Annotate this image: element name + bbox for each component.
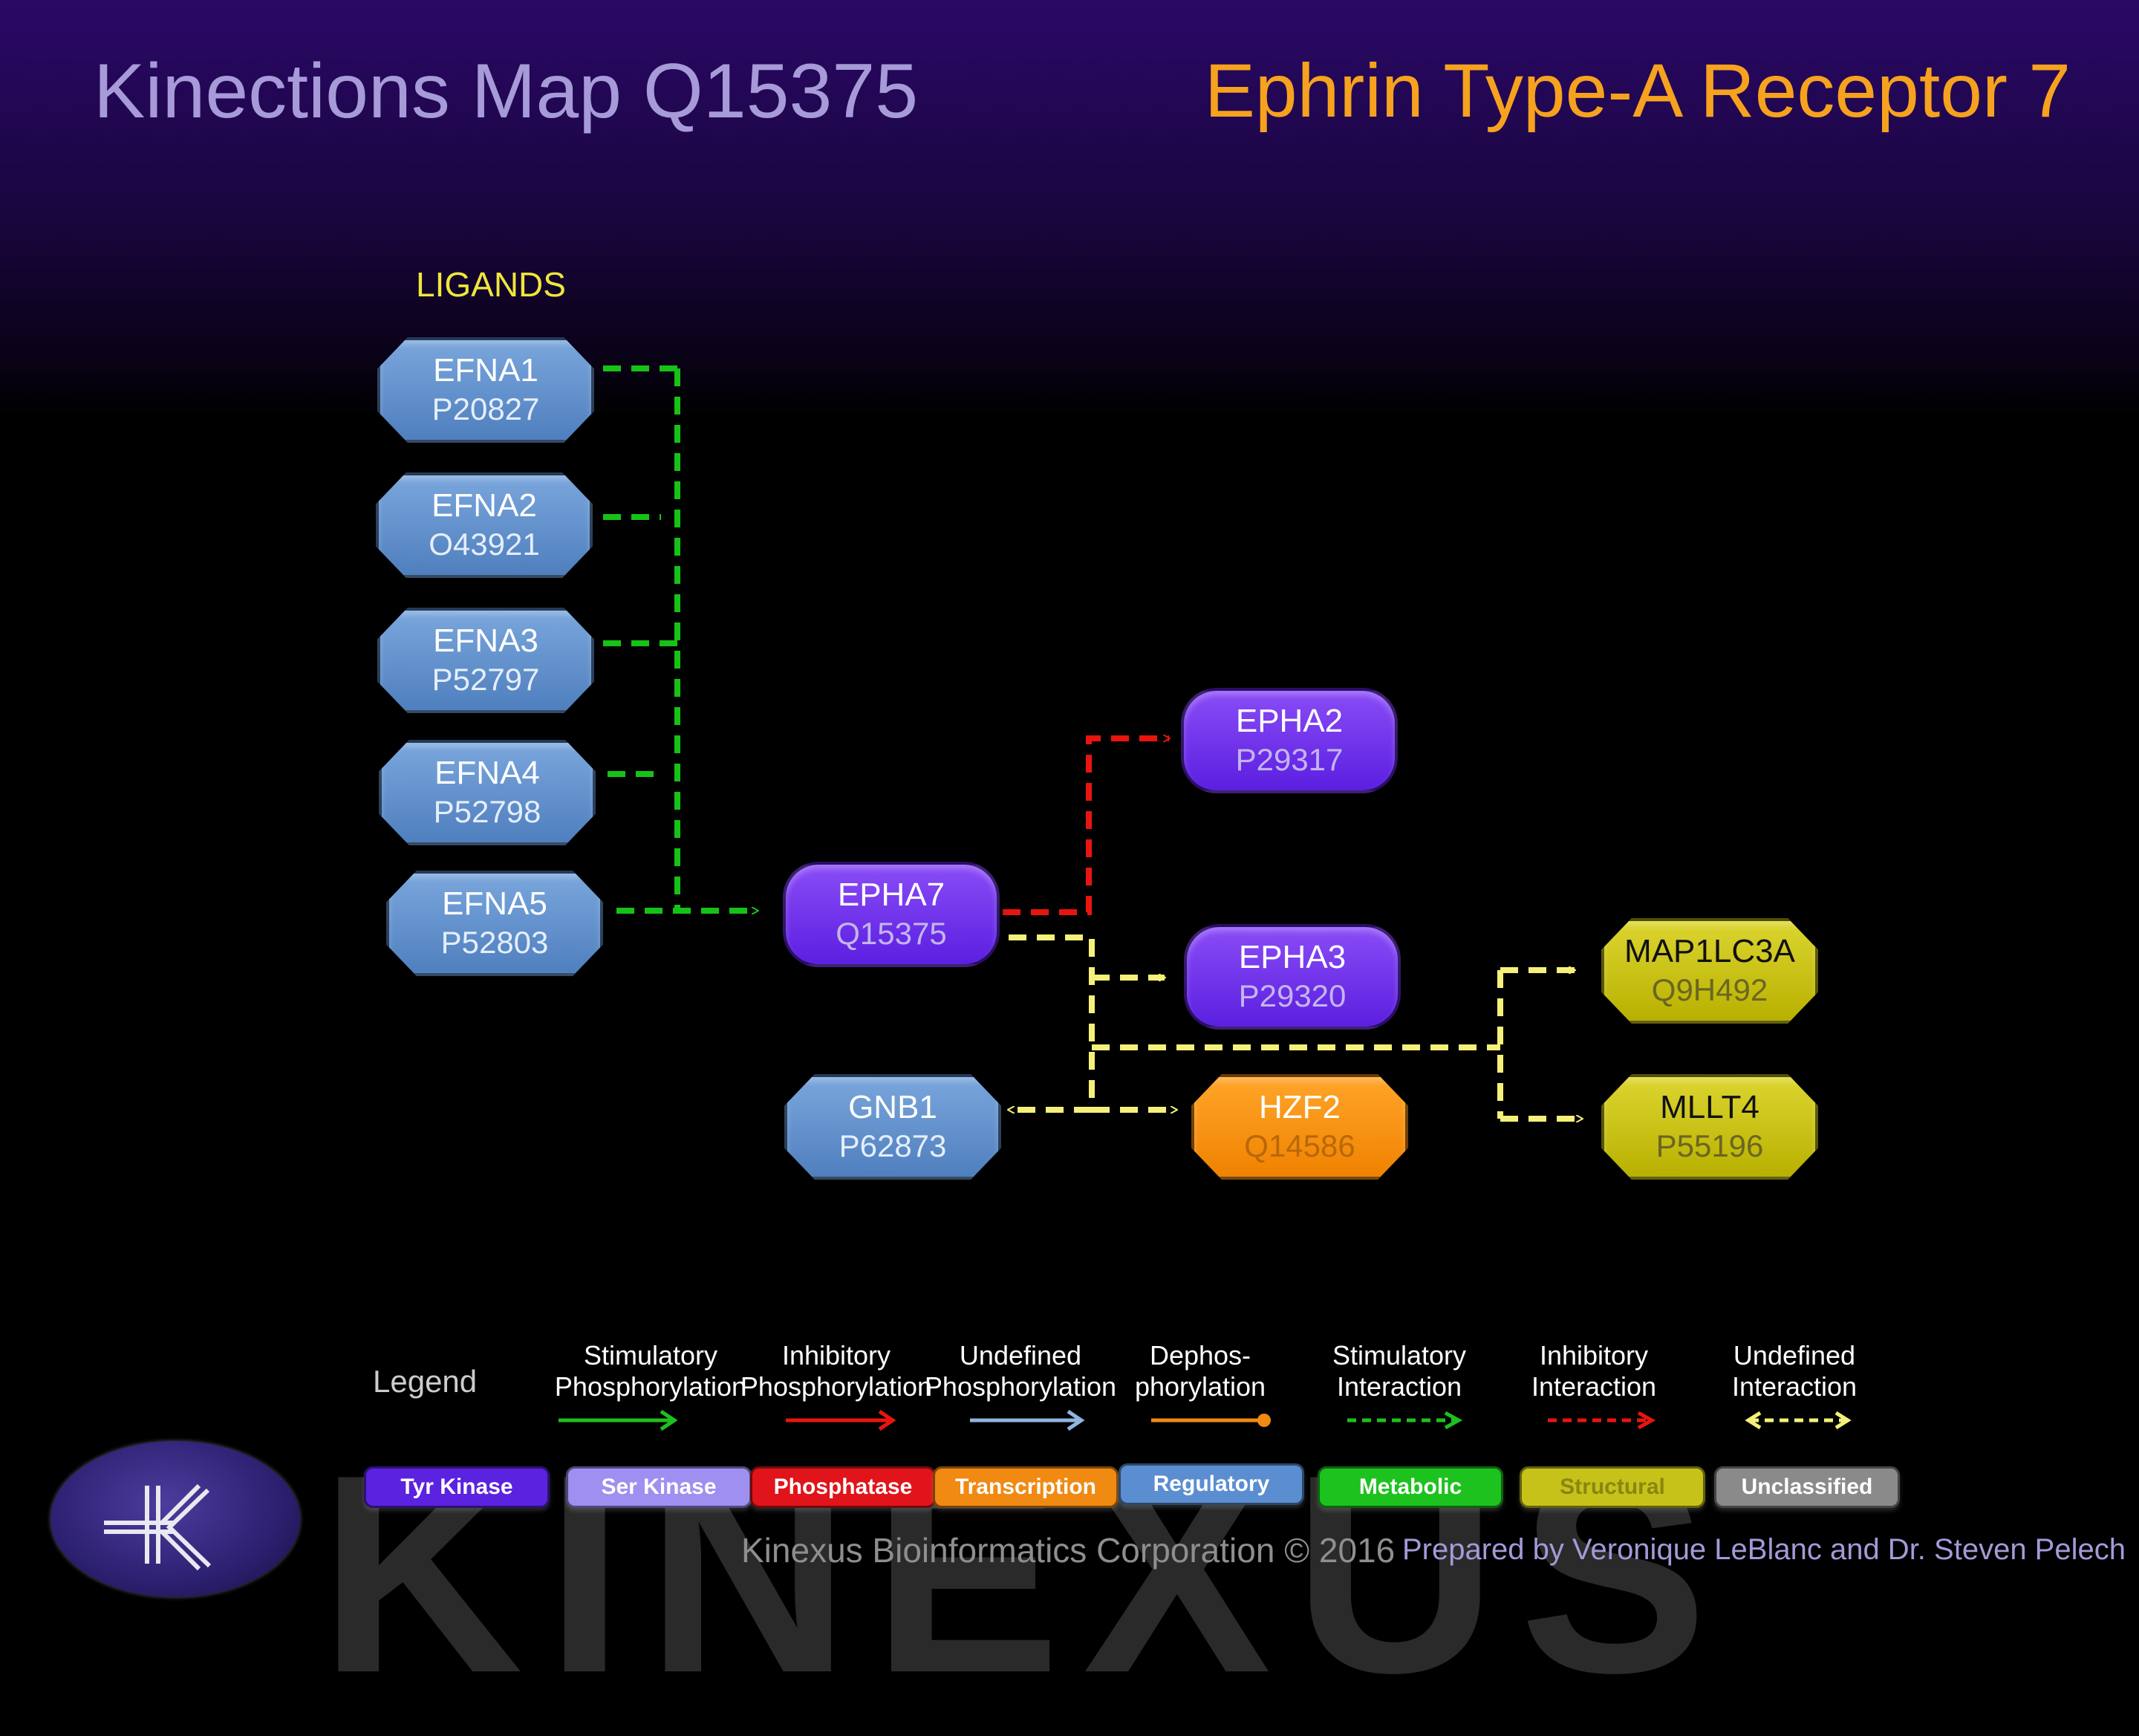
node-gnb1-name: GNB1	[848, 1089, 937, 1125]
legend-undef-phos: Undefined Phosphorylation	[924, 1340, 1117, 1402]
legend-dephos-line2: phorylation	[1134, 1371, 1266, 1402]
legend-stim-phos: Stimulatory Phosphorylation	[554, 1340, 747, 1402]
legend-inhib-phos-line1: Inhibitory	[781, 1340, 891, 1371]
node-efna5-accession: P52803	[440, 925, 549, 960]
node-hzf2-name: HZF2	[1259, 1089, 1341, 1125]
node-efna1-name: EFNA1	[433, 352, 538, 389]
node-map1lc3a[interactable]: MAP1LC3A Q9H492	[1601, 918, 1818, 1024]
node-efna2-accession: O43921	[429, 527, 540, 562]
legend-type-transcription: Transcription	[933, 1466, 1119, 1508]
header-band	[0, 0, 2139, 416]
node-hzf2[interactable]: HZF2 Q14586	[1191, 1074, 1408, 1180]
legend-type-ser-kinase: Ser Kinase	[566, 1466, 752, 1508]
legend-stim-phos-arrow	[559, 1409, 678, 1431]
node-epha3[interactable]: EPHA3 P29320	[1184, 924, 1401, 1030]
legend-type-unclassified: Unclassified	[1714, 1466, 1900, 1508]
edge-epha7-epha2	[1003, 738, 1169, 915]
legend-undef-phos-line2: Phosphorylation	[924, 1371, 1117, 1402]
node-efna3-accession: P52797	[432, 662, 540, 697]
node-gnb1[interactable]: GNB1 P62873	[784, 1074, 1001, 1180]
legend-undef-int-line1: Undefined	[1733, 1340, 1856, 1371]
legend-type-metabolic: Metabolic	[1318, 1466, 1503, 1508]
legend-type-tyr-kinase: Tyr Kinase	[364, 1466, 550, 1508]
node-epha2-name: EPHA2	[1235, 703, 1344, 739]
node-efna1[interactable]: EFNA1 P20827	[377, 337, 594, 443]
legend-dephos-line1: Dephos-	[1149, 1340, 1251, 1371]
page-title: Kinections Map Q15375	[94, 48, 919, 134]
legend-inhib-int-line1: Inhibitory	[1539, 1340, 1649, 1371]
legend-stim-phos-line1: Stimulatory	[583, 1340, 718, 1371]
node-epha3-accession: P29320	[1238, 978, 1347, 1013]
ligands-label: LIGANDS	[416, 265, 566, 304]
node-hzf2-accession: Q14586	[1244, 1128, 1355, 1163]
legend-stim-int-head	[1444, 1411, 1463, 1430]
legend-inhib-int-line2: Interaction	[1531, 1371, 1657, 1402]
legend-undef-int-line2: Interaction	[1731, 1371, 1858, 1402]
node-gnb1-accession: P62873	[839, 1128, 947, 1163]
edge-epha7-stub	[1009, 934, 1095, 1113]
legend-undef-int: Undefined Interaction	[1698, 1340, 1891, 1402]
kinexus-logo	[51, 1441, 300, 1597]
node-epha2[interactable]: EPHA2 P29317	[1181, 688, 1398, 793]
node-efna3[interactable]: EFNA3 P52797	[377, 608, 594, 713]
node-efna4-name: EFNA4	[434, 755, 540, 791]
node-efna3-name: EFNA3	[433, 622, 538, 659]
legend-inhib-phos-line2: Phosphorylation	[740, 1371, 933, 1402]
protein-name: Ephrin Type-A Receptor 7	[1204, 48, 2071, 133]
legend-inhib-phos: Inhibitory Phosphorylation	[740, 1340, 933, 1402]
node-epha7[interactable]: EPHA7 Q15375	[783, 862, 1000, 967]
legend-inhib-phos-arrow	[786, 1409, 896, 1431]
legend-type-structural: Structural	[1520, 1466, 1705, 1508]
node-efna4-accession: P52798	[433, 794, 541, 829]
node-epha3-name: EPHA3	[1238, 939, 1347, 975]
legend-dephos-dot	[1257, 1414, 1271, 1427]
legend-stim-int-line2: Interaction	[1336, 1371, 1462, 1402]
node-mllt4-accession: P55196	[1655, 1128, 1764, 1163]
legend-stim-int: Stimulatory Interaction	[1303, 1340, 1496, 1402]
legend-undef-phos-line1: Undefined	[959, 1340, 1082, 1371]
node-mllt4[interactable]: MLLT4 P55196	[1601, 1074, 1818, 1180]
node-efna2-name: EFNA2	[432, 487, 537, 524]
node-efna5-name: EFNA5	[442, 885, 547, 922]
kinexus-logo-mark	[104, 1483, 212, 1571]
node-efna4[interactable]: EFNA4 P52798	[379, 740, 596, 845]
node-epha7-name: EPHA7	[837, 877, 945, 913]
legend-type-phosphatase: Phosphatase	[750, 1466, 936, 1508]
node-map1lc3a-name: MAP1LC3A	[1624, 933, 1795, 969]
legend-stim-phos-line2: Phosphorylation	[554, 1371, 747, 1402]
legend-stim-int-line1: Stimulatory	[1332, 1340, 1467, 1371]
legend-type-regulatory: Regulatory	[1119, 1463, 1304, 1505]
legend-dephos: Dephos- phorylation	[1104, 1340, 1297, 1402]
node-epha7-accession: Q15375	[836, 916, 947, 951]
legend-undef-phos-arrow	[970, 1409, 1085, 1431]
node-mllt4-name: MLLT4	[1660, 1089, 1759, 1125]
node-efna1-accession: P20827	[432, 391, 540, 426]
legend-inhib-int-head	[1637, 1411, 1656, 1430]
legend-undef-int-heads	[1745, 1411, 1852, 1430]
legend-title: Legend	[373, 1364, 478, 1399]
footer-copyright: Kinexus Bioinformatics Corporation © 201…	[741, 1531, 1396, 1570]
legend-inhib-int: Inhibitory Interaction	[1497, 1340, 1690, 1402]
connections	[559, 365, 1852, 1431]
node-epha2-accession: P29317	[1235, 742, 1344, 777]
node-efna5[interactable]: EFNA5 P52803	[386, 871, 603, 976]
node-efna2[interactable]: EFNA2 O43921	[376, 472, 593, 578]
node-map1lc3a-accession: Q9H492	[1651, 972, 1768, 1007]
footer-credit: Prepared by Veronique LeBlanc and Dr. St…	[1402, 1533, 2126, 1566]
